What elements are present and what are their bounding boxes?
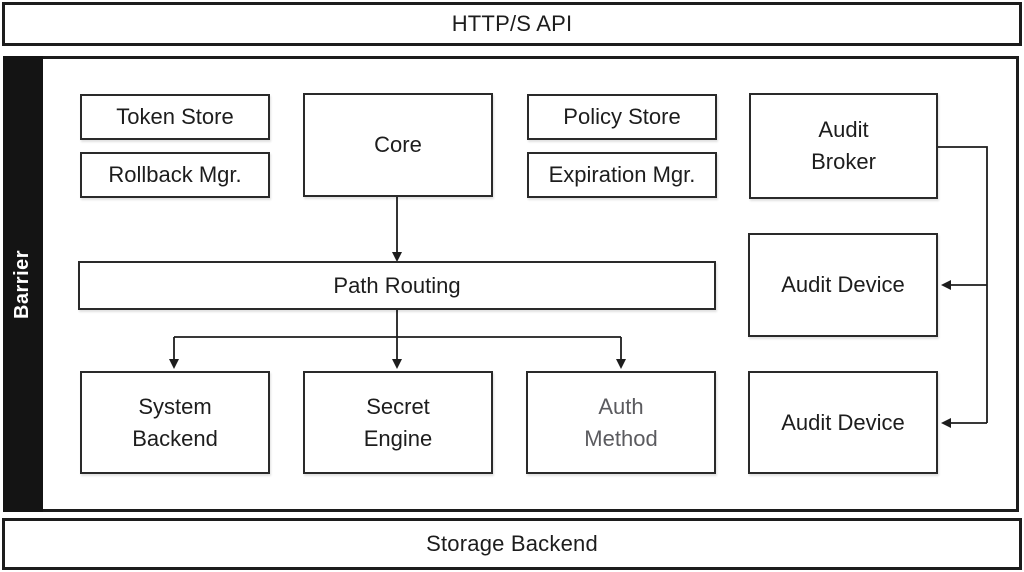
box-policy-store: Policy Store — [527, 94, 717, 140]
secret-engine-label: Secret Engine — [363, 393, 433, 451]
expiration-mgr-label: Expiration Mgr. — [548, 162, 696, 187]
token-store-label: Token Store — [116, 104, 234, 129]
box-rollback-mgr: Rollback Mgr. — [80, 152, 270, 198]
box-token-store: Token Store — [80, 94, 270, 140]
audit-device-bottom-label: Audit Device — [781, 409, 905, 435]
audit-device-top-label: Audit Device — [781, 272, 905, 297]
box-path-routing: Path Routing — [78, 261, 716, 310]
storage-backend-bar: Storage Backend — [2, 518, 1022, 570]
system-backend-label: System Backend — [132, 393, 218, 451]
storage-backend-label: Storage Backend — [426, 531, 598, 556]
audit-broker-label: Audit Broker — [811, 117, 876, 174]
barrier-strip: Barrier — [3, 56, 43, 512]
box-expiration-mgr: Expiration Mgr. — [527, 152, 717, 198]
box-auth-method: Auth Method — [526, 371, 716, 474]
rollback-mgr-label: Rollback Mgr. — [108, 162, 242, 187]
path-routing-label: Path Routing — [333, 272, 461, 298]
box-audit-device-top: Audit Device — [748, 233, 938, 337]
box-audit-broker: Audit Broker — [749, 93, 938, 199]
box-core: Core — [303, 93, 493, 197]
box-audit-device-bottom: Audit Device — [748, 371, 938, 474]
policy-store-label: Policy Store — [563, 104, 681, 129]
box-secret-engine: Secret Engine — [303, 371, 493, 474]
auth-method-label: Auth Method — [584, 393, 658, 451]
core-label: Core — [374, 132, 422, 157]
http-api-bar: HTTP/S API — [2, 2, 1022, 46]
barrier-label: Barrier — [11, 249, 34, 319]
box-system-backend: System Backend — [80, 371, 270, 474]
http-api-label: HTTP/S API — [451, 11, 573, 36]
